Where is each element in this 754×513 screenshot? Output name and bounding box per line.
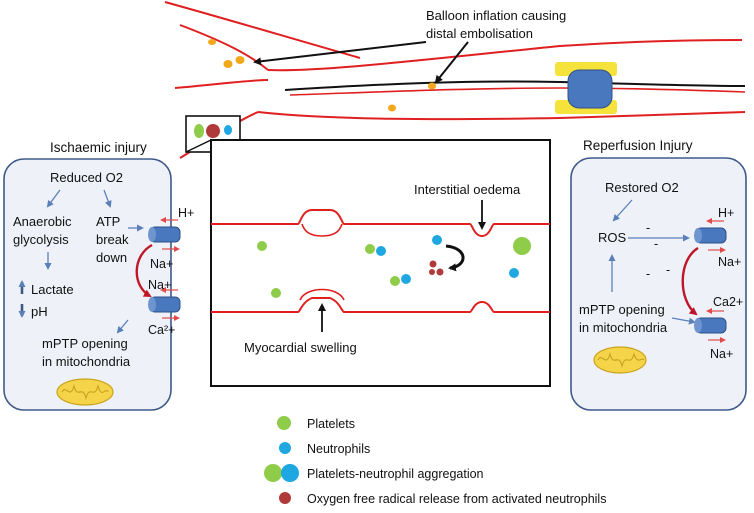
reperf-mptp-line2: in mitochondria [579, 320, 668, 335]
aggregate-icon [281, 464, 299, 482]
ischaemic-ca-plus: Ca²+ [148, 323, 175, 337]
flow-arrow [46, 189, 61, 208]
ion-channel-icon [694, 317, 727, 334]
flow-arrow [671, 317, 696, 325]
legend-item-radical: Oxygen free radical release from activat… [307, 492, 606, 506]
reperf-ca-plus: Ca2+ [713, 295, 743, 309]
flow-arrow [612, 199, 633, 222]
atp-line1: ATP [96, 214, 120, 229]
ischaemic-na-plus-1: Na+ [150, 257, 173, 271]
neutrophil [509, 268, 519, 278]
reduced-o2-label: Reduced O2 [50, 170, 123, 185]
myocardial-swelling-label: Myocardial swelling [244, 340, 357, 355]
ion-channel-icon [148, 296, 181, 313]
reperf-na-plus-1: Na+ [718, 255, 741, 269]
embolic-debris [223, 60, 233, 68]
ischaemic-panel: Ischaemic injury Reduced O2 Anaerobic gl… [3, 140, 194, 411]
exchange-curved-arrow [135, 243, 153, 298]
blue-circle-icon [279, 442, 291, 454]
minus-sign: - [666, 263, 670, 277]
anaerobic-line1: Anaerobic [13, 214, 72, 229]
minus-sign: - [646, 221, 650, 235]
capillary-top-wall-inner [301, 223, 343, 237]
platelet [271, 288, 281, 298]
minus-sign: - [654, 237, 658, 251]
reperfusion-title: Reperfusion Injury [583, 138, 693, 153]
exchange-curved-arrow [681, 246, 699, 316]
platelet [390, 276, 400, 286]
embolic-debris [388, 104, 396, 112]
central-panel: Interstitial oedema Myocardial swelling [185, 139, 551, 387]
radical [429, 269, 435, 275]
green-circle-icon [277, 416, 291, 430]
aggregate-icon [264, 464, 282, 482]
mitochondrion-icon [593, 346, 647, 374]
legend-item-platelets: Platelets [307, 417, 355, 431]
atp-line2: break [96, 232, 129, 247]
reperf-mptp-line1: mPTP opening [579, 302, 665, 317]
legend-item-neutrophils: Neutrophils [307, 442, 370, 456]
flow-arrow [103, 189, 112, 208]
mptp-line2: in mitochondria [42, 354, 131, 369]
minus-sign: - [646, 267, 650, 281]
guidewire [284, 80, 746, 91]
ischaemic-box [3, 158, 172, 411]
embolic-debris [208, 39, 216, 45]
balloon-label-line1: Balloon inflation causing [426, 8, 566, 23]
platelet-icon [194, 124, 204, 138]
reperfusion-panel: Reperfusion Injury Restored O2 ROS - - -… [570, 138, 747, 411]
reperf-na-plus-2: Na+ [710, 347, 733, 361]
radical [429, 260, 437, 268]
zoom-line-left [185, 139, 212, 153]
ischaemic-title: Ischaemic injury [50, 140, 147, 155]
balloon-label-arrow [253, 41, 427, 66]
anaerobic-line2: glycolysis [13, 232, 69, 247]
artery-main-top [267, 39, 743, 72]
balloon [567, 69, 613, 109]
legend-item-aggregation: Platelets-neutrophil aggregation [307, 467, 484, 481]
radical [436, 268, 444, 276]
ion-channel-icon [148, 226, 181, 243]
artery-lower-branch-top [174, 79, 269, 89]
red-dot-icon [279, 492, 291, 504]
balloon-label-arrow [434, 41, 469, 84]
restored-o2-label: Restored O2 [605, 180, 679, 195]
platelet [257, 241, 267, 251]
artery-main-bottom [257, 111, 746, 121]
capillary-bottom-wall [211, 297, 550, 313]
embolic-debris [428, 82, 436, 90]
artery-upper-branch-bottom [179, 24, 269, 71]
atp-line3: down [96, 250, 127, 265]
neutrophil [376, 246, 386, 256]
central-box [210, 139, 551, 387]
balloon-label-line2: distal embolisation [426, 26, 533, 41]
platelet-large [513, 237, 531, 255]
lactate-label: Lactate [31, 282, 74, 297]
neutrophil [432, 235, 442, 245]
ischaemic-na-plus-2: Na+ [148, 278, 171, 292]
platelet [365, 244, 375, 254]
reperf-h-plus: H+ [718, 206, 734, 220]
migration-arrow [445, 244, 465, 272]
embolic-debris [235, 56, 245, 64]
ros-label: ROS [598, 230, 627, 245]
capillary-bottom-wall-inner [299, 288, 345, 301]
mptp-line1: mPTP opening [42, 336, 128, 351]
artery-illustration: Balloon inflation causing distal embolis… [164, 1, 746, 159]
interstitial-oedema-label: Interstitial oedema [414, 182, 521, 197]
neutrophil [401, 274, 411, 284]
flow-arrow [116, 319, 129, 334]
mitochondrion-icon [56, 378, 114, 406]
capillary-top-wall [211, 209, 550, 238]
ph-label: pH [31, 304, 48, 319]
ion-channel-icon [694, 227, 727, 244]
artery-upper-branch-top [164, 1, 361, 59]
legend: Platelets Neutrophils Platelets-neutroph… [264, 416, 606, 506]
artery-lumen-line [289, 87, 746, 96]
ischaemic-h-plus: H+ [178, 206, 194, 220]
reperfusion-box [570, 157, 747, 411]
radical-icon [206, 124, 220, 138]
neutrophil-icon [224, 125, 232, 135]
